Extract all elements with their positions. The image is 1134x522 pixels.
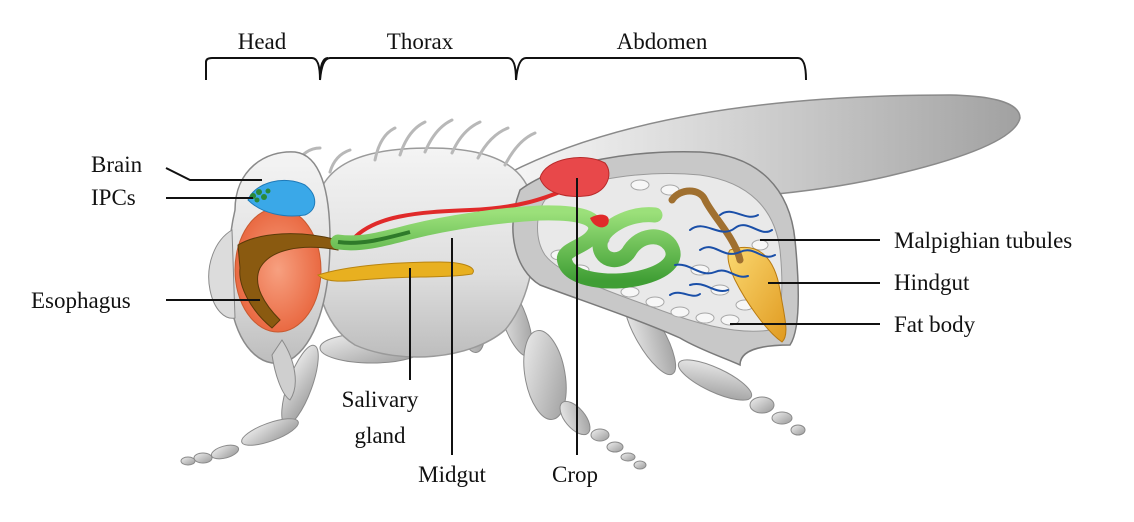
thorax-bracket bbox=[320, 58, 516, 80]
esophagus-label: Esophagus bbox=[31, 288, 131, 313]
ipcs-label: IPCs bbox=[91, 185, 136, 210]
abdomen-bracket bbox=[516, 58, 806, 80]
malpighian-tubules-label: Malpighian tubules bbox=[894, 228, 1072, 253]
fat-body-label: Fat body bbox=[894, 312, 976, 337]
thorax-label: Thorax bbox=[387, 29, 454, 54]
crop-label: Crop bbox=[552, 462, 598, 487]
thorax-body bbox=[314, 148, 535, 357]
segment-brackets: Head Thorax Abdomen bbox=[206, 29, 806, 80]
head-front bbox=[209, 230, 235, 318]
head-label: Head bbox=[238, 29, 287, 54]
midgut-label: Midgut bbox=[418, 462, 486, 487]
abdomen-label: Abdomen bbox=[617, 29, 708, 54]
salivary-gland-label-line1: Salivary bbox=[342, 387, 419, 412]
salivary-gland-label-line2: gland bbox=[354, 423, 406, 448]
head-bracket bbox=[206, 58, 328, 80]
brain-label: Brain bbox=[91, 152, 143, 177]
hindgut-label: Hindgut bbox=[894, 270, 970, 295]
